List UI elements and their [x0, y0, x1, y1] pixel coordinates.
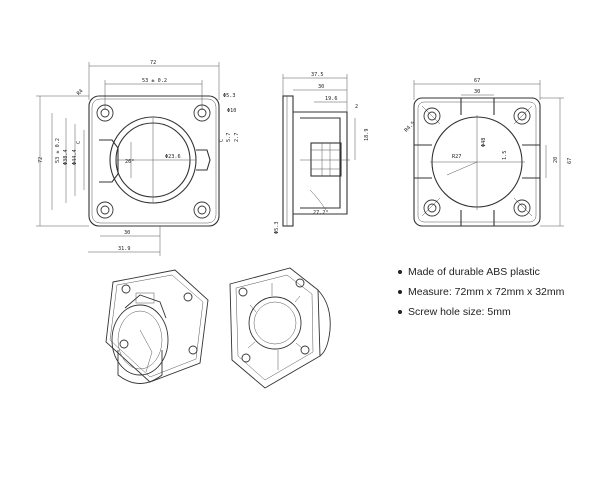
bullet-icon: [398, 290, 402, 294]
front-angle-label: 26°: [125, 159, 134, 165]
front-right-c-label: C: [219, 139, 225, 142]
feature-item: Measure: 72mm x 72mm x 32mm: [398, 282, 598, 302]
side-step-label: 2: [355, 104, 358, 110]
feature-item: Made of durable ABS plastic: [398, 262, 598, 282]
front-view: 72 53 ± 0.2 R4 26° Φ23.6 Φ5.3 Φ10 C 5.7 …: [36, 60, 240, 256]
front-right-57-label: 5.7: [226, 133, 232, 142]
side-height-label: 18.9: [364, 129, 370, 142]
feature-list: Made of durable ABS plastic Measure: 72m…: [398, 262, 598, 322]
front-boss-dia-label: Φ10: [227, 108, 236, 114]
feature-text: Made of durable ABS plastic: [408, 266, 540, 278]
front-bottom-30-label: 30: [124, 230, 130, 236]
side-body-depth-label: 30: [318, 84, 324, 90]
bullet-icon: [398, 270, 402, 274]
front-r4-label: R4: [76, 88, 85, 97]
front-hole-spacing-label: 53 ± 0.2: [142, 78, 167, 84]
back-width-label: 67: [474, 78, 480, 84]
feature-text: Measure: 72mm x 72mm x 32mm: [408, 286, 565, 298]
front-right-27-label: 2.7: [234, 133, 240, 142]
side-view: 37.5 30 19.6 2 18.9 27.2° Φ5.3: [274, 72, 370, 234]
back-right-20-label: 20: [553, 157, 559, 163]
back-view: 67 30 R4.5 R27 Φ48 1.5 20 67: [404, 78, 573, 227]
front-width-label: 72: [150, 60, 156, 66]
back-center-dia-label: Φ48: [481, 138, 487, 147]
front-c-label: C: [76, 141, 82, 144]
front-inner-dia1-label: Φ38.4: [63, 149, 69, 165]
back-corner-r-label: R4.5: [404, 121, 417, 134]
front-inner-dia2-label: Φ44.4: [72, 149, 78, 165]
front-bottom-319-label: 31.9: [118, 246, 131, 252]
front-hole-dia-label: Φ5.3: [223, 93, 236, 99]
bullet-icon: [398, 310, 402, 314]
back-right-67-label: 67: [567, 158, 573, 164]
isometric-back-illustration: [229, 267, 331, 389]
side-bottom-dia-label: Φ5.3: [274, 222, 280, 235]
front-dia23-label: Φ23.6: [165, 154, 181, 160]
side-total-depth-label: 37.5: [311, 72, 324, 78]
back-radius-label: R27: [452, 154, 461, 160]
feature-item: Screw hole size: 5mm: [398, 302, 598, 322]
feature-text: Screw hole size: 5mm: [408, 306, 511, 318]
back-offset-label: 1.5: [502, 151, 508, 160]
front-total-height-label: 72: [38, 157, 44, 163]
isometric-front-illustration: [105, 269, 209, 384]
side-lip-depth-label: 19.6: [325, 96, 338, 102]
front-left-height-label: 53 ± 0.2: [55, 138, 61, 163]
back-rib-spacing-label: 30: [474, 89, 480, 95]
side-angle-label: 27.2°: [313, 210, 329, 216]
